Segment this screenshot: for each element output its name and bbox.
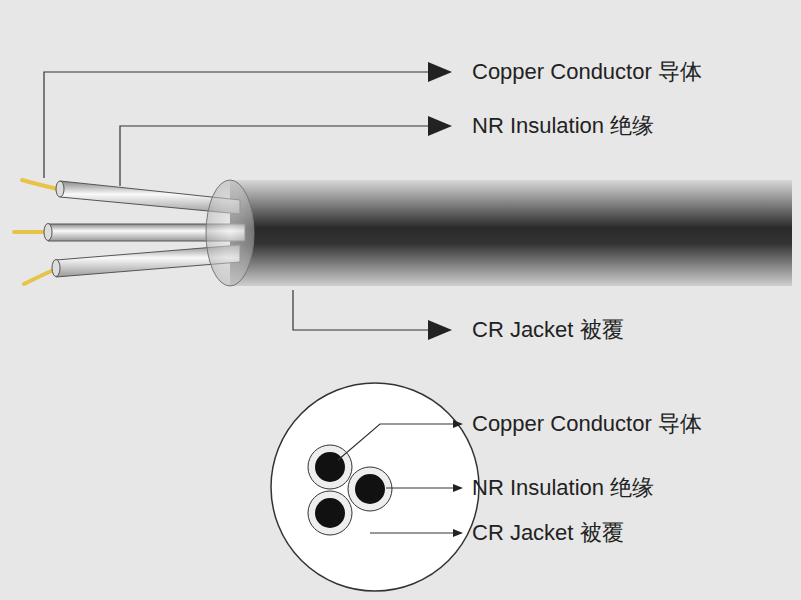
part-label: Copper Conductor 导体 <box>472 59 702 85</box>
part-label: CR Jacket 被覆 <box>472 317 624 343</box>
part-label: CR Jacket 被覆 <box>472 520 624 546</box>
part-label: NR Insulation 绝缘 <box>472 113 654 139</box>
part-label: NR Insulation 绝缘 <box>472 475 654 501</box>
part-label: Copper Conductor 导体 <box>472 411 702 437</box>
